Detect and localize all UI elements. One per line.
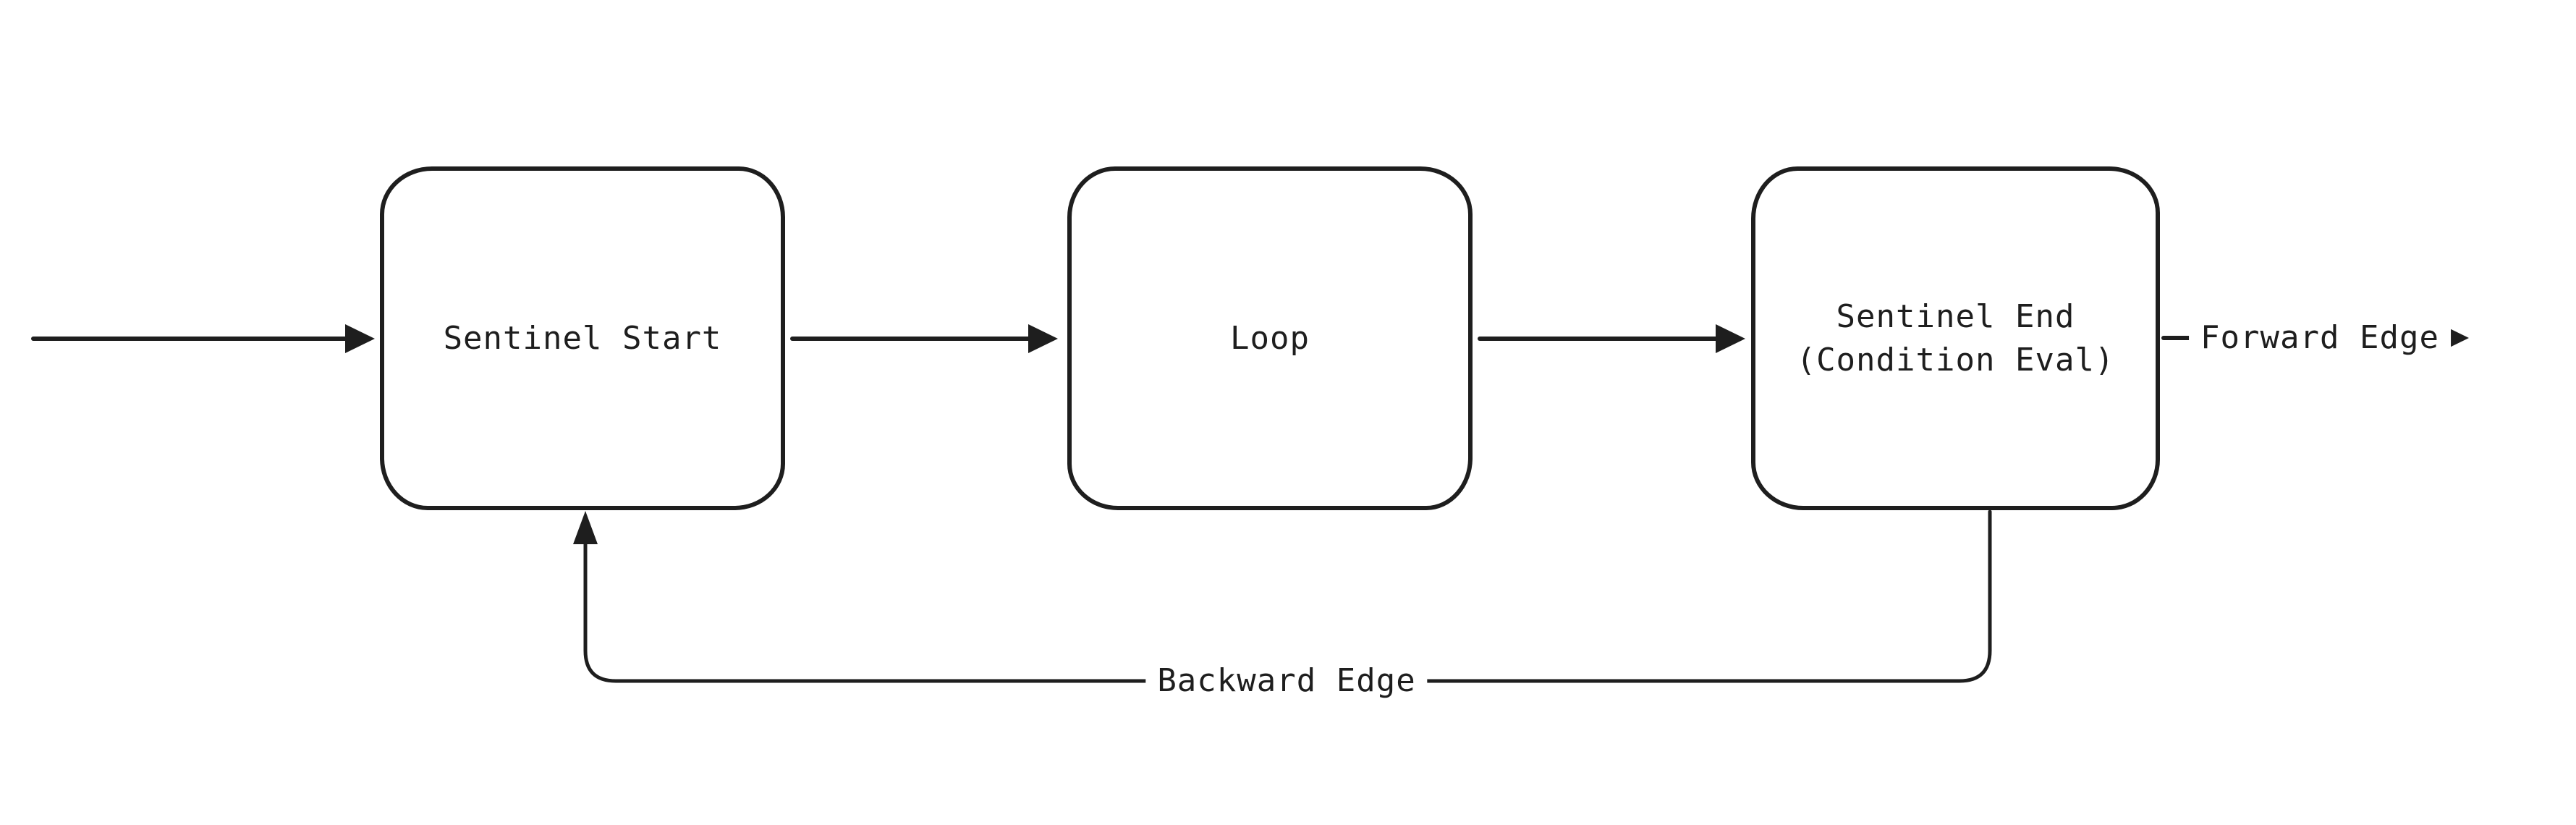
- entry-arrow-head: [345, 324, 375, 353]
- node-loop: Loop: [1067, 166, 1473, 510]
- node-sentinel-end-label: Sentinel End (Condition Eval): [1796, 297, 2115, 378]
- start-to-loop-arrow-head: [1028, 324, 1058, 353]
- backward-edge-label: Backward Edge: [1145, 656, 1428, 706]
- loop-to-end-arrow-head: [1716, 324, 1745, 353]
- forward-edge-label: Forward Edge: [2189, 313, 2451, 363]
- node-sentinel-start: Sentinel Start: [380, 166, 785, 510]
- node-loop-label: Loop: [1230, 319, 1310, 357]
- backward-edge-path: [583, 509, 1992, 683]
- backward-edge-arrow-head: [573, 511, 598, 544]
- node-sentinel-start-label: Sentinel Start: [443, 319, 722, 357]
- node-sentinel-end: Sentinel End (Condition Eval): [1751, 166, 2160, 510]
